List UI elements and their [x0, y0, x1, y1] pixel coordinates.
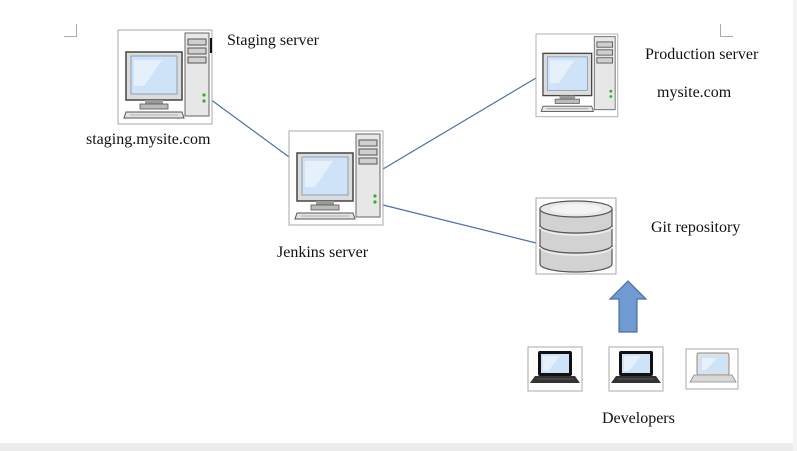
jenkins-server-label: Jenkins server [277, 244, 369, 261]
link-jenkins-git [382, 204, 537, 244]
production-server-icon [535, 33, 619, 118]
right-scroll-strip [793, 0, 797, 451]
staging-server-hostname: staging.mysite.com [86, 131, 211, 148]
link-jenkins-production [382, 77, 537, 170]
staging-server-title: Staging server [227, 32, 319, 49]
developers-label: Developers [602, 410, 675, 427]
laptop-icon [527, 346, 583, 392]
margin-corner-mark-left [64, 24, 77, 37]
laptop-icon [608, 346, 664, 392]
git-repository-label: Git repository [651, 219, 741, 236]
bottom-scroll-strip [0, 443, 797, 451]
production-server-title: Production server [645, 46, 759, 63]
laptop-icon [685, 348, 739, 390]
staging-server-icon [117, 29, 213, 125]
jenkins-server-icon [288, 130, 384, 226]
link-jenkins-staging [209, 98, 290, 158]
margin-corner-mark-right [720, 24, 733, 37]
production-server-hostname: mysite.com [657, 84, 732, 101]
up-arrow-icon [608, 280, 648, 333]
database-icon [535, 197, 617, 275]
